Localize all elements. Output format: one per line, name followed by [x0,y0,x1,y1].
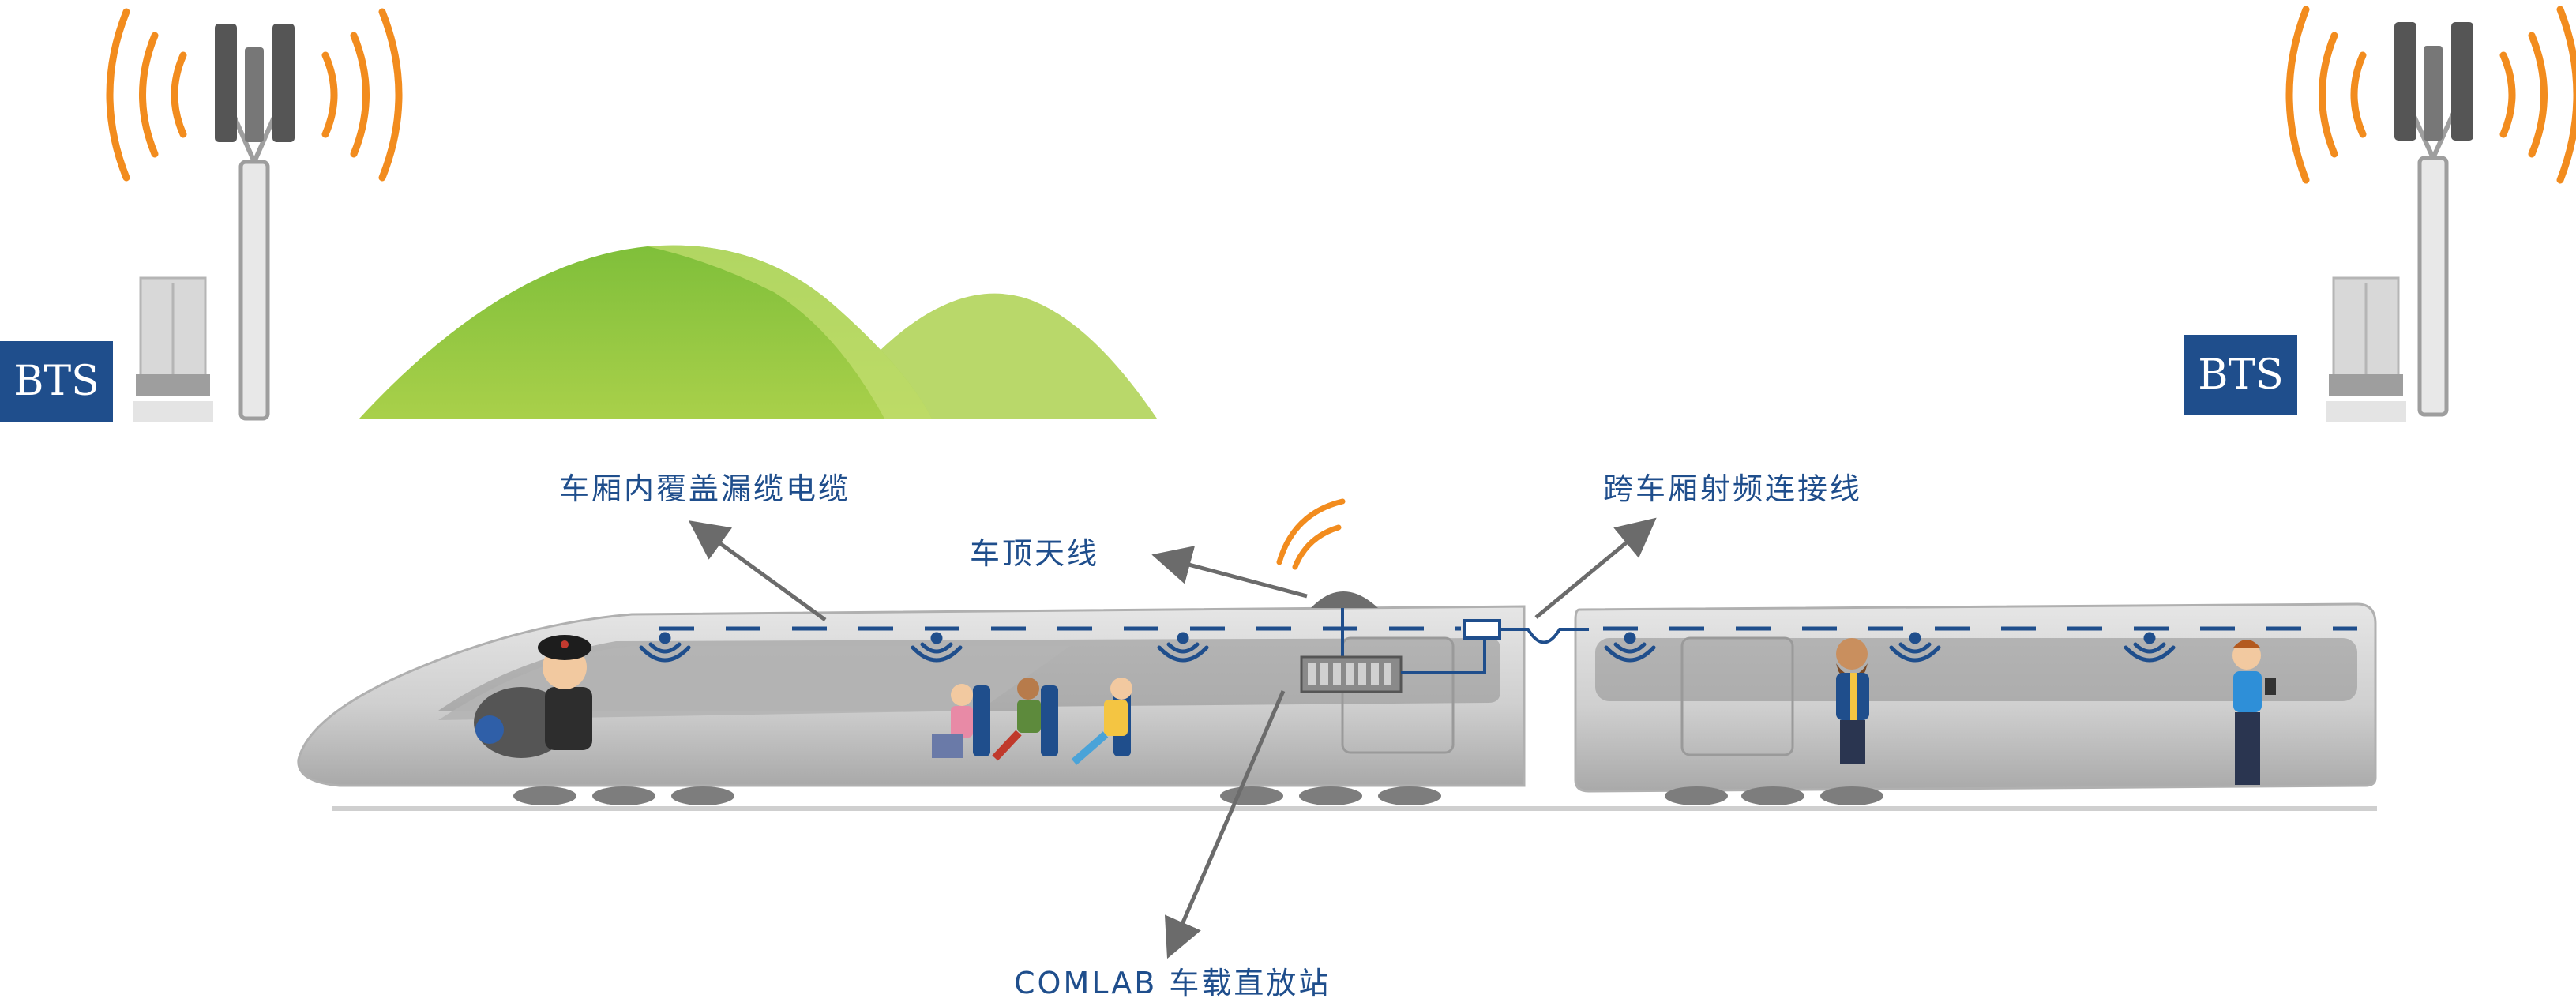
standing-passenger-figure [2232,640,2276,785]
label-roof-antenna: 车顶天线 [970,536,1100,571]
bts-left-badge: BTS [0,341,113,422]
tower-mast-icon [2394,22,2473,417]
bts-right-label: BTS [2198,351,2284,399]
intercar-rf-cable [1401,619,1589,674]
roof-antenna-icon [1276,498,1378,608]
train-driver-figure [474,635,592,758]
callout-arrows [688,517,1657,959]
standing-passenger-figure [1836,638,1869,764]
cabinet-icon [2326,276,2406,422]
label-repeater: COMLAB 车载直放站 [1014,966,1331,1000]
left-bts-tower [106,8,403,422]
bts-left-label: BTS [13,358,100,405]
passenger-figure [992,678,1058,761]
hills-illustration [359,245,1157,419]
label-intercar-rf-cable: 跨车厢射频连接线 [1603,471,1863,506]
signal-waves-icon [106,8,403,182]
coverage-icon [639,632,2176,663]
passenger-figure [1071,678,1132,765]
cabinet-icon [133,276,213,422]
repeater-unit-icon [1300,655,1403,693]
tower-mast-icon [215,24,295,421]
label-leaky-cable: 车厢内覆盖漏缆电缆 [559,471,851,506]
signal-waves-icon [2285,6,2576,184]
lead-car [297,605,1526,805]
bts-right-badge: BTS [2184,335,2297,415]
right-bts-tower [2285,6,2576,422]
passenger-figure [932,684,990,758]
